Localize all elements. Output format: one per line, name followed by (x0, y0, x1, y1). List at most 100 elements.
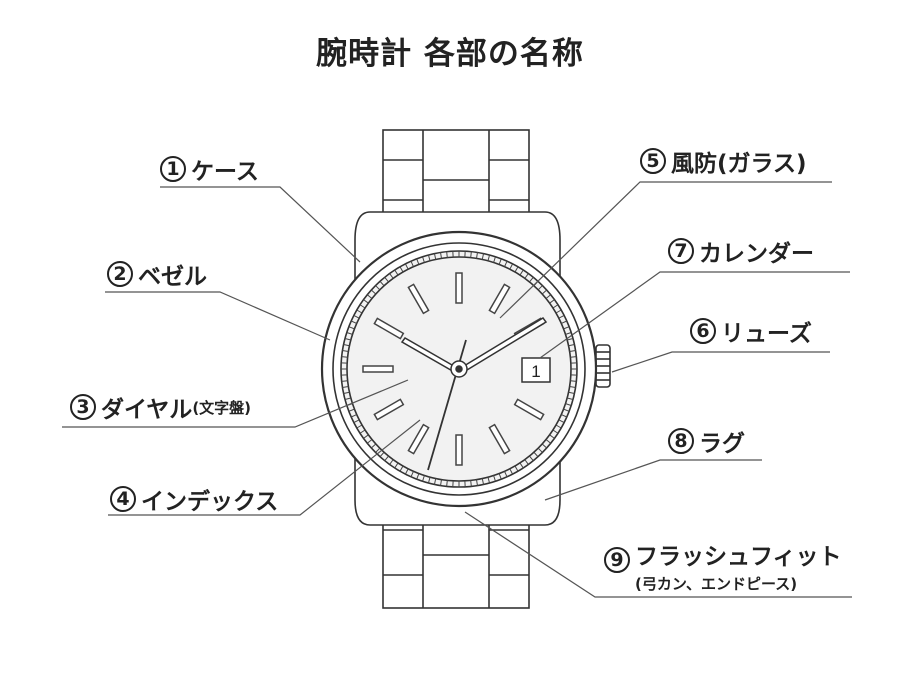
minute-tick (404, 263, 409, 270)
part-name: リューズ (721, 321, 812, 347)
minute-tick (470, 251, 472, 258)
minute-tick (565, 332, 572, 335)
minute-tick (416, 258, 420, 265)
minute-tick (529, 455, 534, 462)
minute-tick (541, 443, 548, 449)
minute-tick (569, 350, 576, 352)
minute-track (341, 251, 577, 487)
minute-tick (558, 314, 565, 319)
hour-index (488, 423, 511, 455)
minute-tick (394, 462, 399, 469)
minute-tick (410, 471, 414, 478)
minute-tick (342, 350, 349, 352)
minute-tick (568, 343, 575, 347)
minute-tick (350, 414, 357, 418)
minute-tick (344, 397, 351, 401)
minute-tick (549, 434, 555, 439)
minute-tick (433, 478, 437, 485)
number-badge: 6 (690, 318, 716, 344)
minute-tick (366, 439, 373, 444)
hour-index (488, 283, 511, 315)
number-badge: 8 (668, 428, 694, 454)
minute-tick (567, 397, 574, 401)
number-badge: 7 (668, 238, 694, 264)
minute-tick (561, 414, 568, 418)
minute-tick (356, 424, 363, 429)
hour-index (362, 365, 394, 373)
diagram-title: 腕時計 各部の名称 (316, 36, 584, 72)
number-badge: 1 (160, 156, 186, 182)
minute-tick (343, 391, 350, 395)
hour-index (455, 272, 463, 304)
part-name: ダイヤル (101, 397, 193, 423)
part-name: 風防(ガラス) (671, 151, 807, 177)
minute-tick (366, 294, 373, 299)
number-badge: 3 (70, 394, 96, 420)
label-lug: 8 ラグ (668, 424, 745, 458)
part-subname: (弓カン、エンドピース) (635, 575, 798, 593)
minute-tick (341, 356, 348, 358)
minute-tick (389, 273, 394, 279)
hour-index (373, 317, 405, 340)
minute-tick (379, 451, 385, 458)
minute-tick (555, 309, 562, 314)
label-dial: 3 ダイヤル (文字盤) (70, 390, 251, 424)
minute-tick (353, 419, 360, 424)
minute-tick (563, 408, 570, 412)
minute-tick (394, 269, 399, 276)
minute-tick (350, 320, 357, 324)
part-name: カレンダー (699, 241, 814, 267)
minute-tick (481, 478, 485, 485)
minute-tick (568, 391, 575, 395)
number-badge: 5 (640, 148, 666, 174)
minute-tick (524, 273, 529, 279)
minute-tick (343, 343, 350, 347)
minute-tick (370, 443, 377, 449)
label-case: 1 ケース (160, 152, 259, 186)
minute-tick (341, 380, 348, 382)
minute-tick (370, 289, 377, 295)
minute-tick (389, 459, 394, 465)
hour-index (513, 398, 545, 421)
minute-tick (384, 455, 389, 462)
minute-tick (379, 280, 385, 287)
minute-tick (545, 294, 552, 299)
part-name: インデックス (141, 489, 279, 515)
minute-tick (569, 386, 576, 388)
minute-tick (561, 320, 568, 324)
minute-tick (344, 337, 351, 341)
minute-tick (570, 380, 577, 382)
part-name: ケース (191, 159, 259, 185)
number-badge: 9 (604, 547, 630, 573)
part-subname: (文字盤) (192, 398, 252, 417)
minute-tick (565, 403, 572, 406)
minute-tick (541, 289, 548, 295)
minute-tick (440, 479, 442, 486)
minute-tick (422, 256, 425, 263)
minute-tick (509, 468, 514, 475)
minute-tick (427, 254, 431, 261)
minute-tick (446, 251, 448, 258)
minute-tick (404, 468, 409, 475)
minute-tick (399, 465, 404, 472)
minute-tick (359, 304, 366, 309)
minute-tick (487, 477, 491, 484)
minute-tick (552, 429, 559, 434)
minute-tick (509, 263, 514, 270)
part-name: フラッシュフィット (635, 544, 842, 570)
minute-tick (476, 252, 478, 259)
minute-tick (545, 439, 552, 444)
minute-tick (504, 260, 508, 267)
minute-tick (504, 471, 508, 478)
minute-tick (363, 299, 369, 304)
hour-index (407, 283, 430, 315)
minute-tick (353, 314, 360, 319)
minute-tick (410, 260, 414, 267)
hands (400, 317, 548, 471)
minute-tick (416, 473, 420, 480)
minute-tick (498, 473, 502, 480)
minute-tick (514, 465, 519, 472)
minute-tick (422, 475, 425, 482)
minute-tick (563, 326, 570, 330)
